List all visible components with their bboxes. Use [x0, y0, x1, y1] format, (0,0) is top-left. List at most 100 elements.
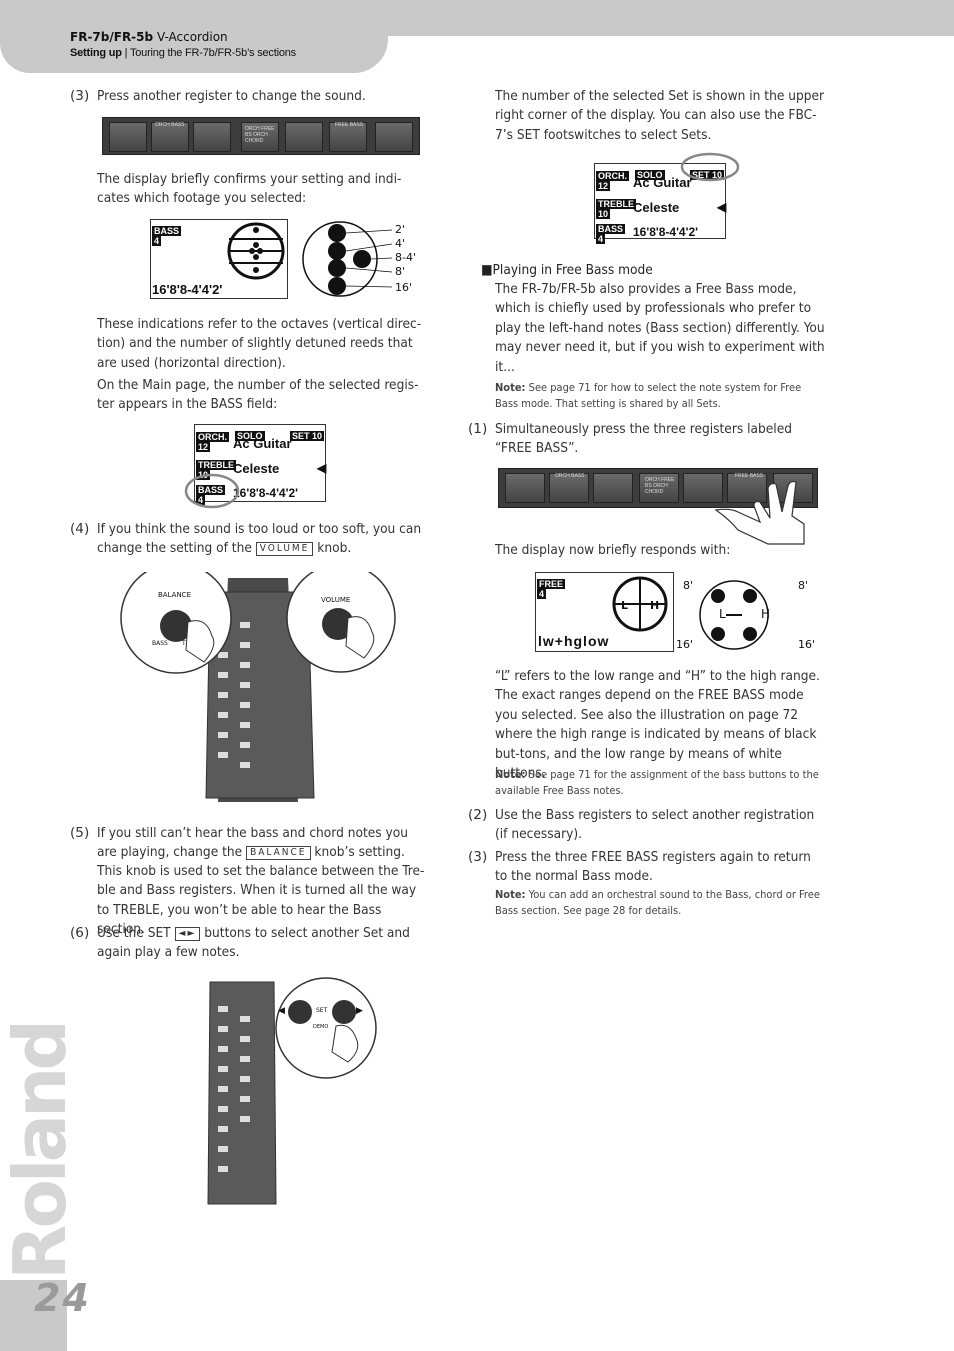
register-button	[285, 122, 323, 152]
lcd-treble-label: TREBLE	[596, 199, 636, 209]
note1: Note: See page 71 for how to select the …	[495, 381, 802, 410]
register-label: ORCH FREE BS ORCH CHORD	[645, 477, 675, 495]
footage-label: 16'	[395, 281, 413, 294]
lcd-bass-label: BASS	[196, 485, 226, 495]
register-label: ORCH FREE BS ORCH CHORD	[245, 126, 275, 144]
footage-label: 8'	[395, 265, 406, 278]
lcd-arrow-icon: ◀	[717, 200, 727, 214]
lcd-free-label: FREE	[537, 579, 566, 589]
page-number: 24	[34, 1276, 91, 1320]
lcd-treble-num: 10	[596, 209, 611, 219]
free-footage-label: 8'	[683, 579, 694, 592]
lcd-footage: 16'8'8-4'4'2'	[233, 486, 298, 500]
set-label: SET	[316, 1007, 328, 1014]
header-tab	[0, 0, 388, 73]
register-button	[329, 122, 367, 152]
lcd-bass-num: 4	[196, 495, 206, 505]
lcd-orch-voice: Ac Guitar	[233, 436, 292, 451]
register-button	[505, 473, 545, 503]
register-button	[241, 122, 279, 152]
footage-label: 2'	[395, 223, 406, 236]
lcd-bass-num: 4	[152, 236, 162, 246]
lcd-bass-footage-text: 16'8'8-4'4'2'	[152, 282, 223, 297]
svg-text:L: L	[621, 599, 628, 612]
free-h-label: H	[761, 607, 771, 621]
highlight-circle	[680, 152, 740, 182]
lcd-set: SET 10	[690, 170, 725, 180]
lcd-orch-label: ORCH.	[196, 432, 229, 442]
s2-number: (2)	[468, 807, 488, 823]
lcd-bass-footage: BASS 4 16'8'8-4'4'2'	[150, 219, 288, 299]
mainpage-text: On the Main page, the number of the sele…	[97, 377, 419, 413]
s1-number: (1)	[468, 421, 488, 437]
lcd-free-footage: lw+hglow	[538, 633, 610, 649]
lcd-set: SET 10	[290, 431, 325, 441]
highlight-circle	[184, 473, 240, 509]
set-keys: ◄►	[174, 927, 201, 941]
step5-detail: This knob is used to set the balance bet…	[97, 863, 425, 938]
lcd-treble-voice: Celeste	[233, 461, 280, 476]
step5-text: If you still can’t hear the bass and cho…	[97, 825, 408, 861]
footage-grid-icon	[227, 222, 285, 280]
lcd-orch-label: ORCH.	[596, 171, 629, 181]
step6-text: Use the SET ◄► buttons to select another…	[97, 925, 410, 961]
lcd-orch-num: 12	[196, 442, 211, 452]
header-model: FR-7b/FR-5b V-Accordion	[70, 30, 228, 44]
lcd-free-bass: FREE 4 lw+hglow L H	[535, 572, 674, 652]
s2-text: Use the Bass registers to select another…	[495, 807, 815, 843]
step4-number: (4)	[70, 521, 90, 537]
register-button	[639, 473, 679, 503]
step6-number: (6)	[70, 925, 90, 941]
demo-label: DEMO	[313, 1024, 329, 1030]
footage-legend-icon	[302, 221, 392, 297]
register-button	[375, 122, 413, 152]
lcd-bass-label: BASS	[596, 224, 626, 234]
free-footage-label: 16'	[676, 638, 694, 651]
register-button	[683, 473, 723, 503]
s3-number: (3)	[468, 849, 488, 865]
step3-number: (3)	[70, 88, 90, 104]
knob-treble-label: T	[182, 640, 186, 647]
free-bass-legend-icon	[699, 580, 769, 650]
register-strip: ORCH BASS ORCH FREE BS ORCH CHORD FREE B…	[498, 468, 818, 508]
step5-number: (5)	[70, 825, 90, 841]
octaves-text: These indications refer to the octaves (…	[97, 316, 422, 371]
s3-text: Press the three FREE BASS registers agai…	[495, 849, 811, 885]
lcd-bass-num: 4	[596, 234, 606, 244]
lcd-solo: SOLO	[635, 170, 665, 180]
knob-bass-label: BASS	[152, 640, 168, 647]
note3: Note: You can add an orchestral sound to…	[495, 888, 820, 917]
s1-text: Simultaneously press the three registers…	[495, 421, 792, 457]
volume-key: VOLUME	[255, 542, 314, 557]
svg-text:H: H	[650, 599, 659, 612]
lcd-main-right: ORCH. 12 SOLO SET 10 Ac Guitar TREBLE 10…	[594, 163, 727, 244]
register-button	[549, 473, 589, 503]
register-label: FREE BASS	[335, 122, 364, 128]
step4-text: If you think the sound is too loud or to…	[97, 521, 422, 557]
set-left-icon: ◀	[278, 1006, 285, 1016]
lh-text: “L” refers to the low range and “H” to t…	[495, 668, 820, 782]
lcd-footage: 16'8'8-4'4'2'	[633, 225, 698, 239]
header-section: Setting up | Touring the FR-7b/FR-5b’s s…	[70, 47, 296, 59]
register-button	[593, 473, 633, 503]
note2: Note: See page 71 for the assignment of …	[495, 768, 819, 797]
accordion-knobs-illustration	[120, 572, 396, 802]
lcd-solo: SOLO	[235, 431, 265, 441]
register-label: ORCH BASS	[155, 122, 185, 128]
footage-label: 4'	[395, 237, 406, 250]
step3-text: Press another register to change the sou…	[97, 88, 366, 104]
lcd-treble-voice: Celeste	[633, 200, 680, 215]
free-footage-label: 8'	[798, 579, 809, 592]
lcd-orch-voice: Ac Guitar	[633, 175, 692, 190]
register-label: FREE BASS	[735, 473, 764, 479]
brand-logo: Roland	[0, 1023, 82, 1280]
register-button	[109, 122, 147, 152]
register-button	[727, 473, 767, 503]
lcd-free-num: 4	[537, 589, 547, 599]
footage-label: 8-4'	[395, 251, 416, 264]
freebass-text: The FR-7b/FR-5b also provides a Free Bas…	[495, 281, 825, 375]
responds-text: The display now briefly responds with:	[495, 542, 731, 558]
register-button	[193, 122, 231, 152]
lcd-bass-label: BASS	[152, 226, 182, 236]
lcd-treble-label: TREBLE	[196, 460, 236, 470]
